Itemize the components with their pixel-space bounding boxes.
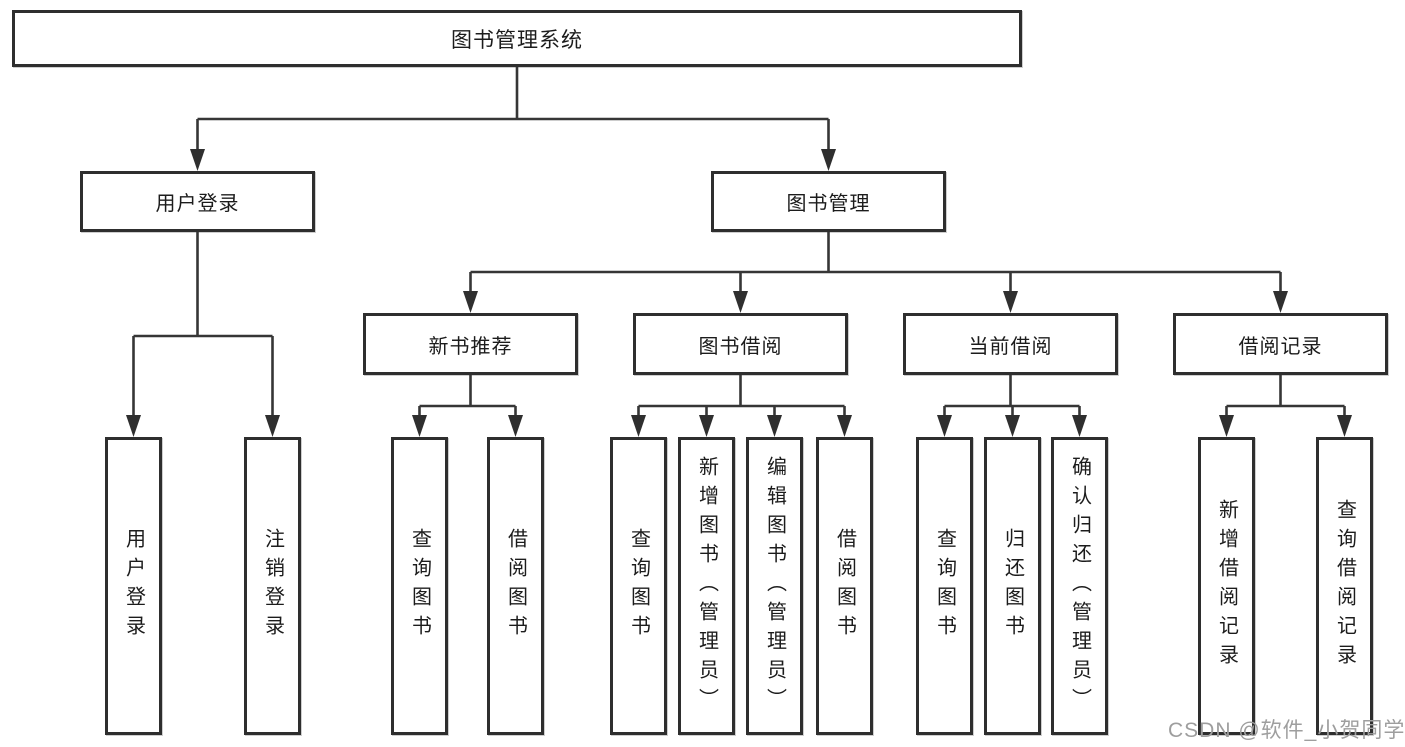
arrowhead [837,415,852,437]
leaf-query-books-borrow: 查询图书 [610,437,667,735]
node-label: 借阅记录 [1238,335,1323,358]
node-label: 新增图书（管理员） [695,455,718,717]
arrowhead [265,415,280,437]
leaf-borrow-books-recommend: 借阅图书 [487,437,544,735]
leaf-query-borrow-record: 查询借阅记录 [1316,437,1373,735]
node-book-borrow: 图书借阅 [633,313,848,375]
arrowhead [733,291,748,313]
arrowhead [1273,291,1288,313]
node-root-system: 图书管理系统 [12,10,1022,67]
arrowhead [1003,291,1018,313]
arrowhead [699,415,714,437]
leaf-query-books-current: 查询图书 [916,437,973,735]
node-label: 归还图书 [1001,528,1024,644]
node-label: 图书管理 [786,193,871,215]
edge-user-login [132,232,274,418]
arrowhead [508,415,523,437]
arrowhead [767,415,782,437]
arrowhead [1072,415,1087,437]
leaf-query-books-recommend: 查询图书 [391,437,448,735]
arrowhead [1337,415,1352,437]
arrowhead [1005,415,1020,437]
leaf-edit-books-admin: 编辑图书（管理员） [746,437,803,735]
node-borrow-records: 借阅记录 [1173,313,1388,375]
arrowhead [1219,415,1234,437]
node-label: 图书借阅 [698,335,783,358]
leaf-user-login: 用户登录 [105,437,162,735]
node-label: 新增借阅记录 [1215,499,1238,673]
node-current-borrow: 当前借阅 [903,313,1118,375]
leaf-confirm-return-admin: 确认归还（管理员） [1051,437,1108,735]
leaf-add-books-admin: 新增图书（管理员） [678,437,735,735]
node-label: 编辑图书（管理员） [763,455,786,717]
leaf-borrow-books: 借阅图书 [816,437,873,735]
node-label: 图书管理系统 [451,28,583,52]
arrowhead [821,149,836,171]
arrowhead [126,415,141,437]
leaf-return-books: 归还图书 [984,437,1041,735]
node-label: 确认归还（管理员） [1068,455,1091,717]
node-label: 查询图书 [408,528,431,644]
node-label: 查询借阅记录 [1333,499,1356,673]
node-label: 查询图书 [933,528,956,644]
edge-current-borrow [943,375,1081,418]
node-label: 用户登录 [122,528,145,644]
arrowhead [190,149,205,171]
leaf-logout: 注销登录 [244,437,301,735]
node-label: 借阅图书 [504,528,527,644]
arrowhead [631,415,646,437]
node-label: 注销登录 [261,528,284,644]
arrowhead [937,415,952,437]
leaf-add-borrow-record: 新增借阅记录 [1198,437,1255,735]
arrowhead [463,291,478,313]
edge-book-mgmt [469,232,1282,294]
node-label: 查询图书 [627,528,650,644]
edge-book-borrow [637,375,846,418]
edge-new-book-rec [418,375,517,418]
csdn-watermark: CSDN @软件_小贺同学 [1168,719,1405,742]
node-user-login: 用户登录 [80,171,315,232]
edge-root [196,67,830,152]
node-label: 用户登录 [155,193,240,215]
node-label: 借阅图书 [833,528,856,644]
node-label: 新书推荐 [428,335,513,358]
edge-borrow-records [1225,375,1346,418]
arrowhead [412,415,427,437]
node-new-book-recommend: 新书推荐 [363,313,578,375]
node-book-management: 图书管理 [711,171,946,232]
node-label: 当前借阅 [968,335,1053,358]
